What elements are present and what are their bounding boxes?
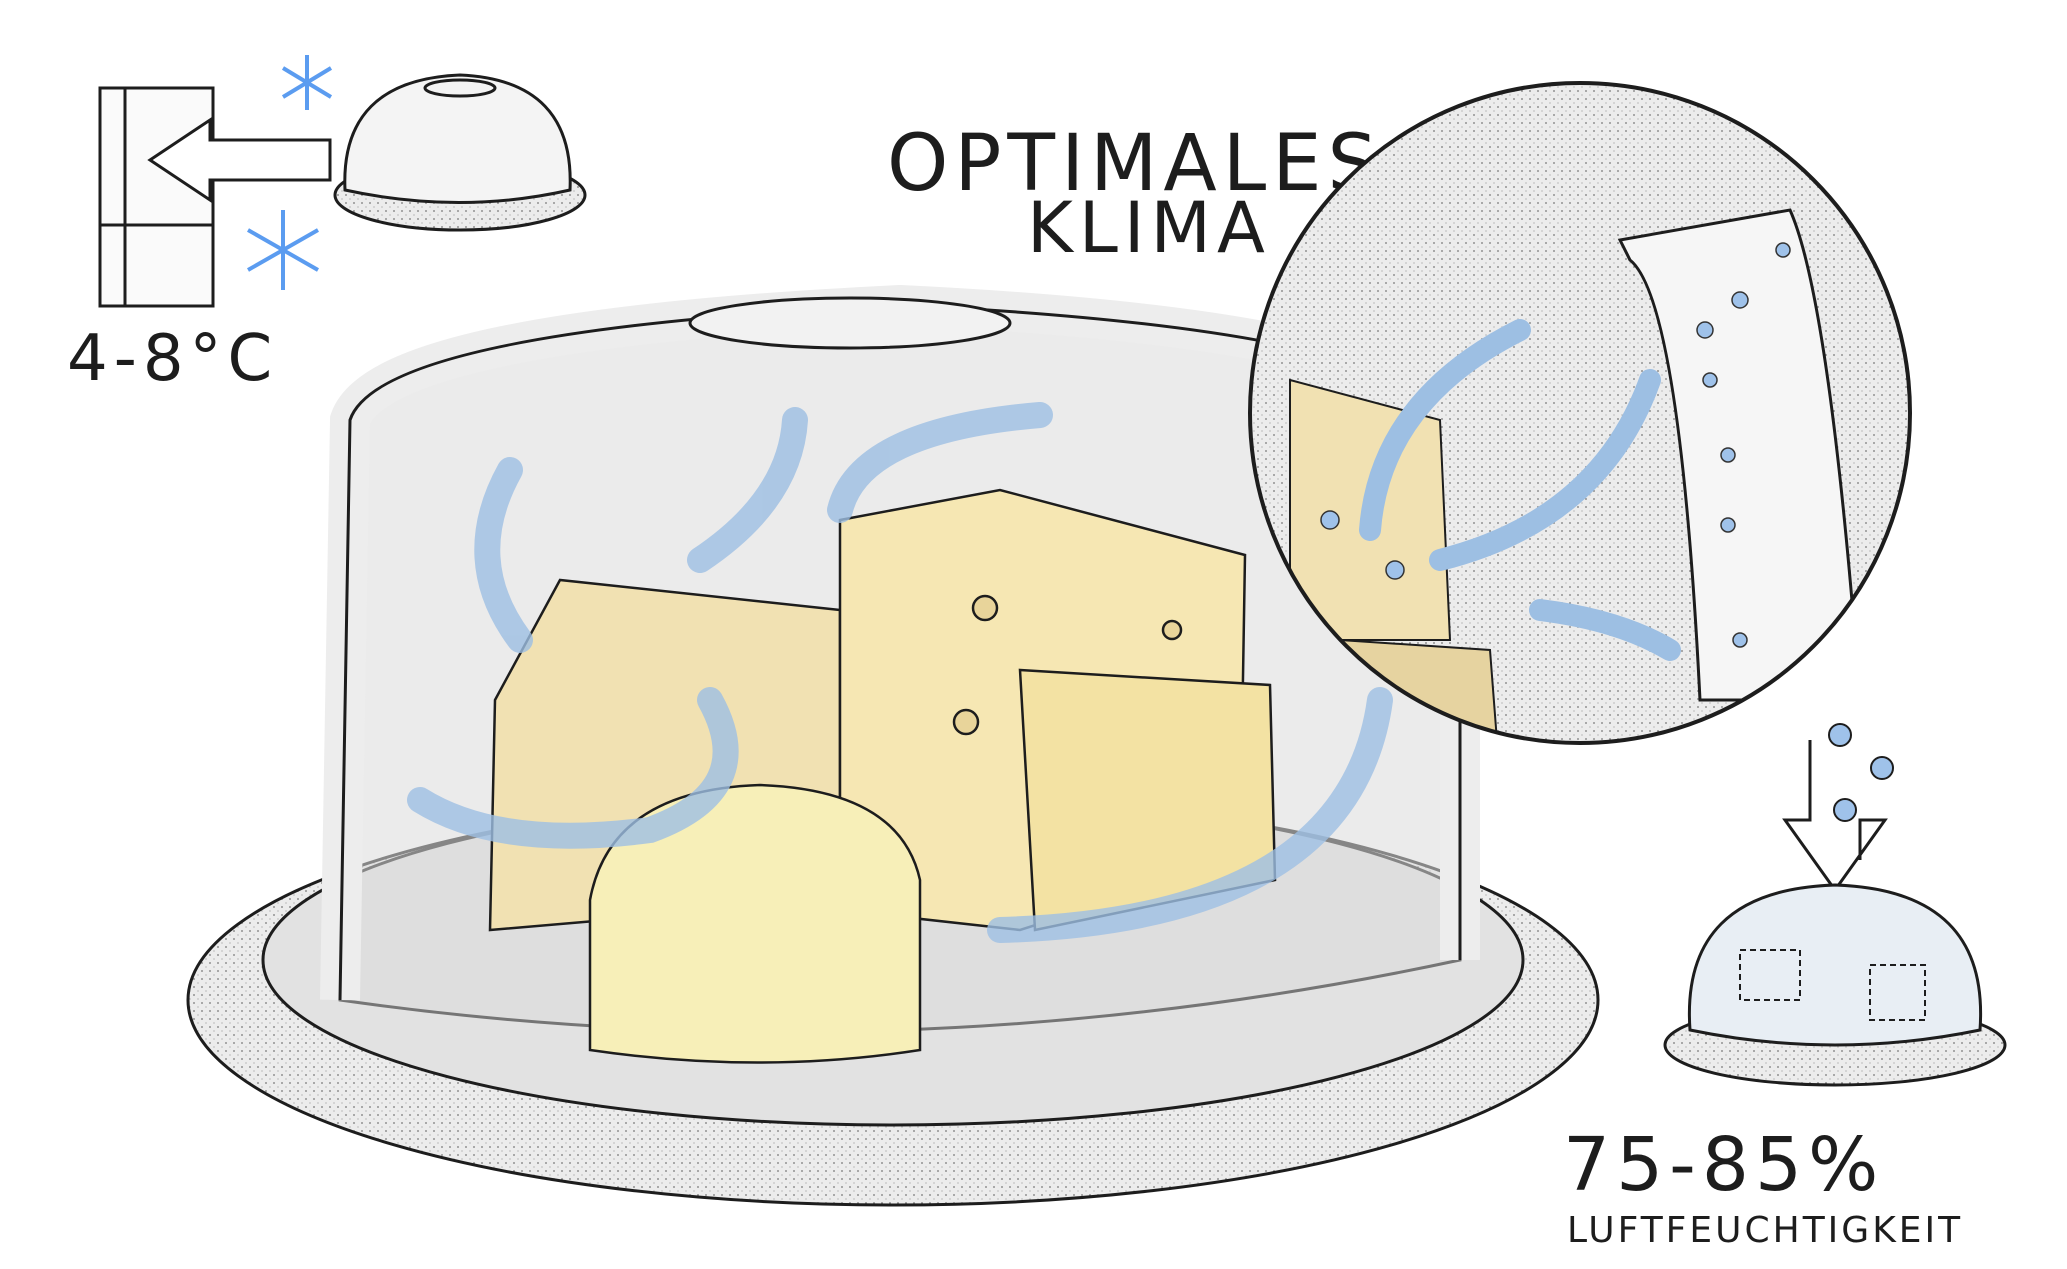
fridge-icon — [98, 86, 215, 308]
water-drop-icons — [1320, 242, 1791, 648]
title-line-2: KLIMA — [1027, 187, 1271, 269]
airflow-arrow-icon — [407, 402, 1393, 943]
small-dome-icon — [333, 73, 587, 232]
arrow-to-fridge-icon — [147, 117, 332, 203]
humidity-value: 75-85% — [1563, 1122, 1884, 1208]
magnified-detail — [1248, 81, 1912, 745]
title-line-1: OPTIMALES — [887, 119, 1383, 209]
temperature-label: 4-8°C — [67, 322, 278, 396]
snowflake-icon — [281, 55, 333, 110]
humidity-label: LUFTFEUCHTIGKEIT — [1567, 1210, 1963, 1251]
water-drop-icon — [1828, 723, 1894, 822]
humid-dome-icon — [1663, 883, 2007, 1087]
snowflake-icon — [247, 210, 319, 290]
cheese-pieces — [488, 488, 1277, 1064]
